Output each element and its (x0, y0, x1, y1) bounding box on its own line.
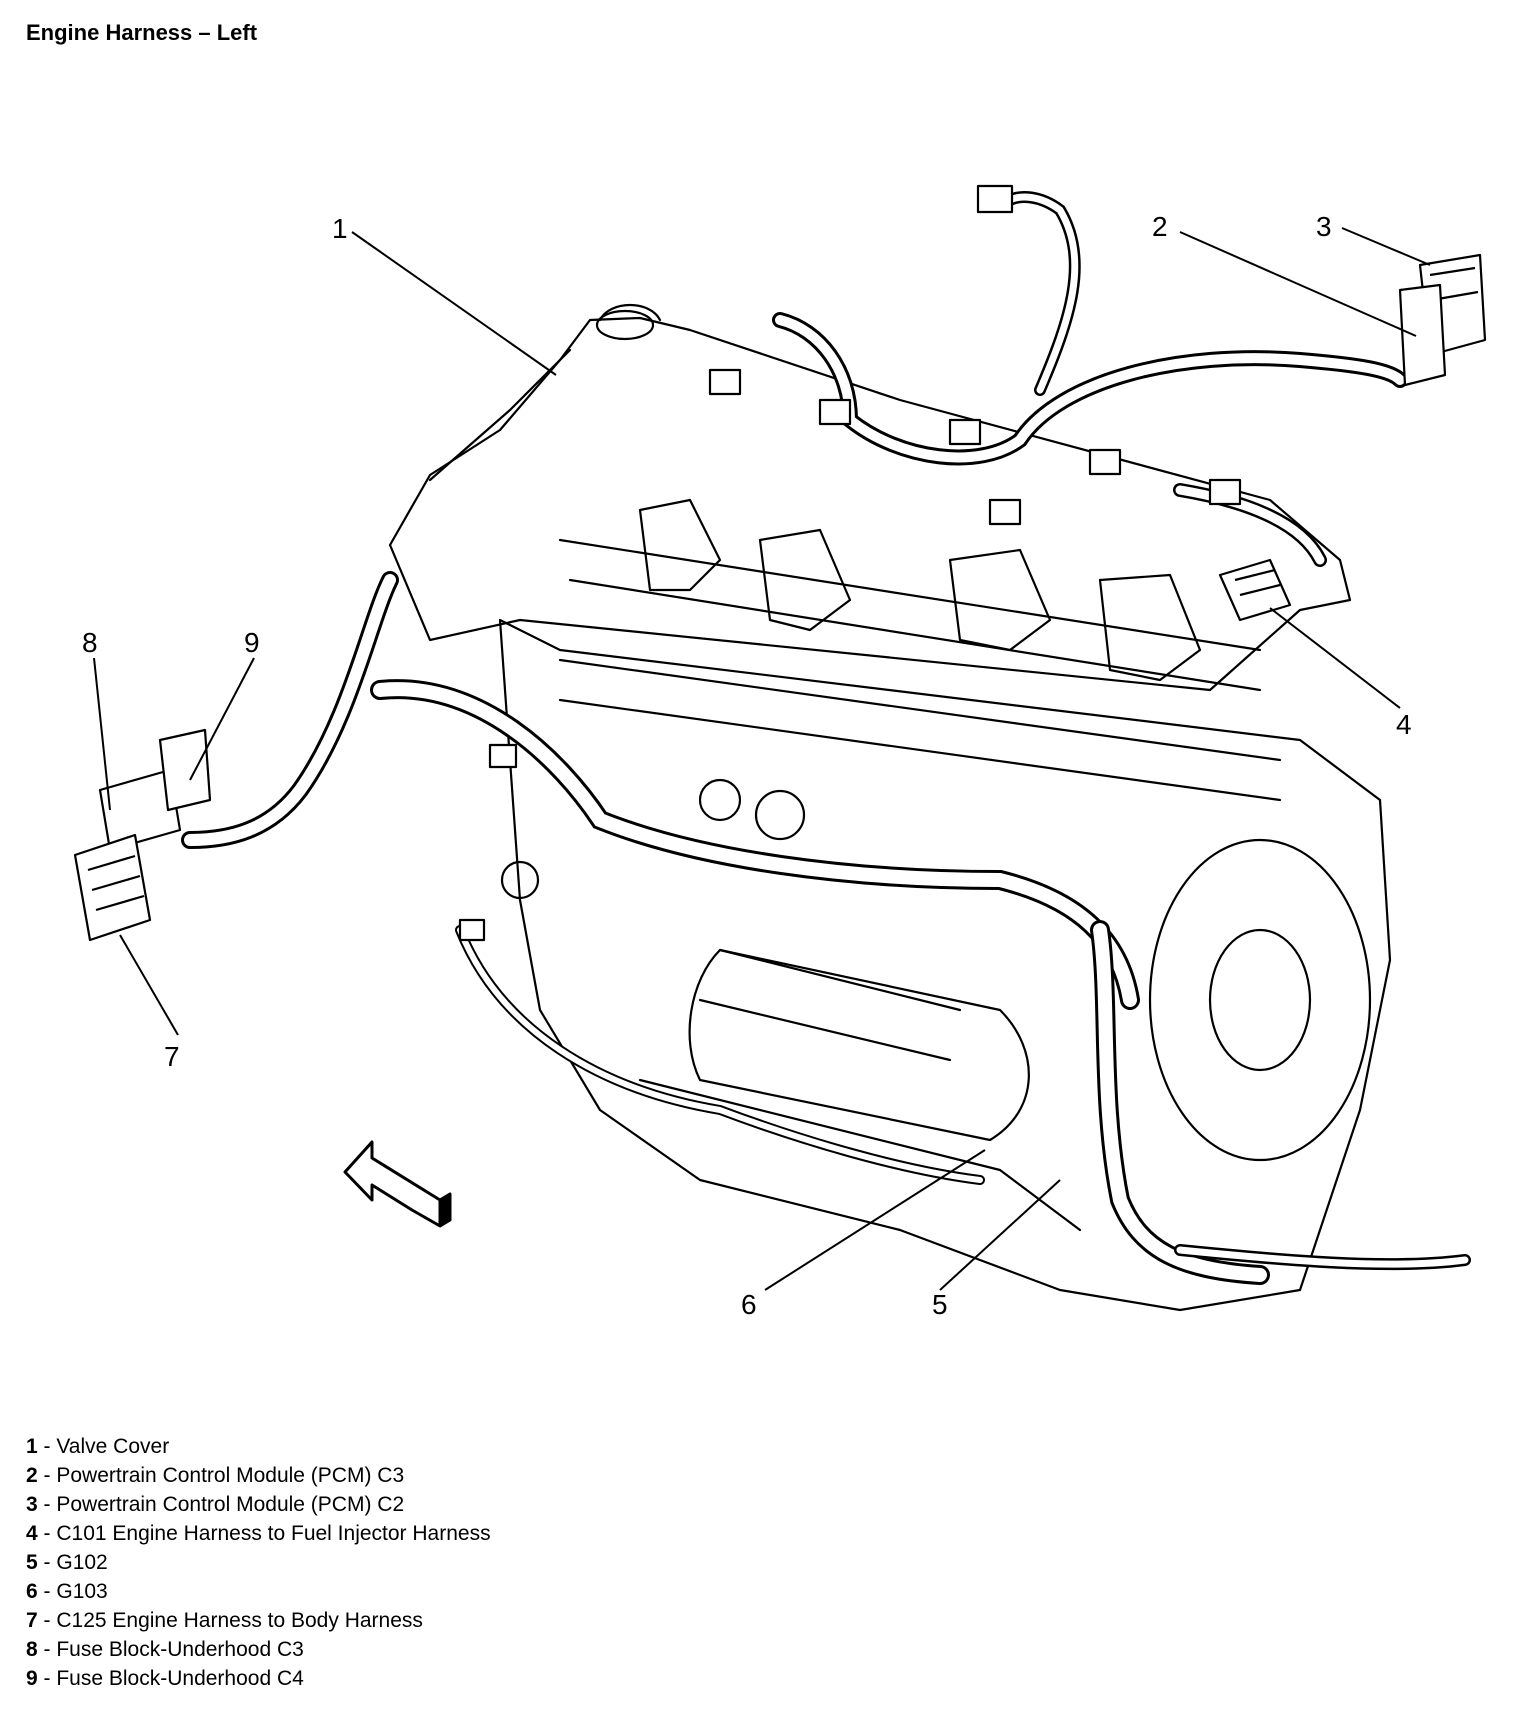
legend-item: 2 - Powertrain Control Module (PCM) C3 (26, 1464, 405, 1487)
oil-cap (595, 309, 655, 341)
harness-front (370, 679, 1140, 1010)
legend-item: 9 - Fuse Block-Underhood C4 (26, 1667, 304, 1690)
pigtail-connector (976, 184, 1014, 214)
callout-2: 2 (1152, 211, 1168, 242)
callout-8: 8 (82, 627, 98, 658)
callout-4: 4 (1396, 709, 1412, 740)
leader-lines (93, 227, 1431, 1291)
fuse-block-c4-connector (158, 728, 212, 812)
legend-item: 1 - Valve Cover (26, 1435, 170, 1458)
fuse-block-c3-connector (98, 768, 182, 852)
valve-cover-outline (388, 316, 1352, 692)
pcm-c3-connector (1398, 283, 1447, 387)
callout-7: 7 (164, 1041, 180, 1072)
c101-connector (1218, 558, 1292, 622)
coil-pack-3 (948, 548, 1052, 652)
legend-item: 5 - G102 (26, 1551, 108, 1574)
oil-pan-tube (688, 948, 1030, 1142)
callout-3: 3 (1316, 211, 1332, 242)
block-detail-lines (558, 658, 1282, 1062)
coil-pack-2 (758, 528, 852, 632)
c125-connector (73, 833, 152, 942)
page-title: Engine Harness – Left (26, 20, 258, 45)
callout-numbers: 1 2 3 4 5 6 7 8 9 (82, 211, 1412, 1320)
connectors (73, 184, 1487, 942)
coil-pack-4 (1098, 573, 1202, 682)
legend: 1 - Valve Cover 2 - Powertrain Control M… (26, 1432, 491, 1693)
legend-item: 8 - Fuse Block-Underhood C3 (26, 1638, 304, 1661)
legend-item: 7 - C125 Engine Harness to Body Harness (26, 1609, 423, 1632)
direction-arrow (343, 1140, 452, 1228)
block-lower-rail (638, 1078, 1082, 1232)
callout-1: 1 (332, 213, 348, 244)
engine-block-outline (498, 618, 1392, 1312)
coil-pack-1 (638, 498, 722, 592)
harness-lower-left (455, 925, 985, 1185)
legend-item: 4 - C101 Engine Harness to Fuel Injector… (26, 1522, 491, 1545)
harness-wires (181, 191, 1471, 1285)
valve-cover-rail (558, 538, 1262, 692)
legend-item: 6 - G103 (26, 1580, 108, 1603)
engine-drawing (388, 303, 1392, 1312)
callout-5: 5 (932, 1289, 948, 1320)
engine-harness-diagram: 1 2 3 4 5 6 7 8 9 (73, 184, 1487, 1320)
callout-6: 6 (741, 1289, 757, 1320)
flexplate (1148, 838, 1372, 1162)
callout-9: 9 (244, 627, 260, 658)
legend-item: 3 - Powertrain Control Module (PCM) C2 (26, 1493, 405, 1516)
